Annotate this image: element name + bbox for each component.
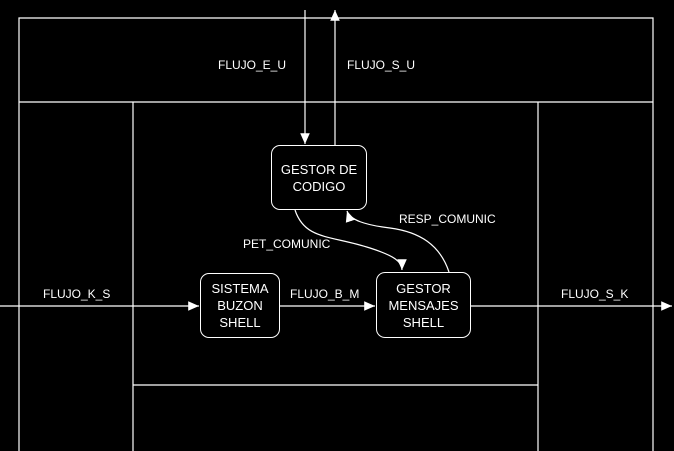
process-label-line: GESTOR (396, 280, 451, 296)
process-label-line: MENSAJES (388, 297, 459, 313)
process-label-line: BUZON (217, 298, 263, 313)
process-label-line: GESTOR DE (280, 161, 358, 177)
label-resp-comunic: RESP_COMUNIC (399, 212, 496, 226)
label-flujo-e-u: FLUJO_E_U (218, 58, 287, 72)
label-flujo-s-u: FLUJO_S_U (347, 58, 416, 72)
process-label-line: SISTEMA (211, 281, 269, 296)
label-flujo-s-k: FLUJO_S_K (561, 287, 629, 301)
arrow-resp-comunic (345, 210, 450, 273)
label-flujo-k-s: FLUJO_K_S (43, 287, 111, 301)
process-label-line: SHELL (219, 315, 261, 330)
process-label-line: CODIGO (292, 178, 346, 194)
process-sistema-buzon-shell[interactable]: SISTEMA BUZON SHELL (200, 273, 280, 338)
process-label-line: SHELL (402, 314, 445, 330)
process-gestor-mensajes-shell[interactable]: GESTOR MENSAJES SHELL (376, 272, 471, 338)
label-pet-comunic: PET_COMUNIC (243, 237, 331, 251)
arrow-pet-comunic (294, 209, 407, 271)
label-flujo-b-m: FLUJO_B_M (290, 287, 360, 301)
outer-frame (18, 17, 654, 451)
process-gestor-codigo[interactable]: GESTOR DE CODIGO (271, 145, 367, 210)
